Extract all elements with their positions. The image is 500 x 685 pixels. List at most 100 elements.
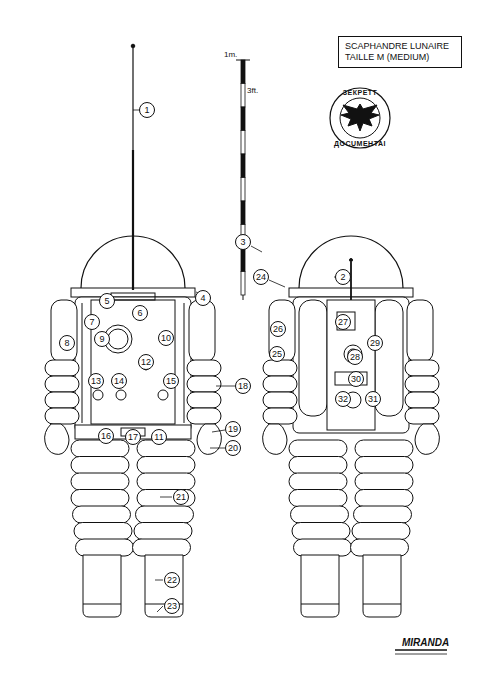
callout-bubble: 28 (347, 349, 363, 365)
callout-number: 12 (139, 355, 153, 369)
callout-number: 32 (336, 392, 350, 406)
callout-number: 23 (165, 599, 179, 613)
line-art (269, 280, 285, 287)
callout-number: 28 (348, 350, 362, 364)
line-art (212, 430, 225, 432)
callout-bubble: 17 (125, 429, 141, 445)
callout-number: 19 (226, 422, 240, 436)
line-art (216, 386, 235, 387)
callout-number: 14 (112, 374, 126, 388)
line-art (241, 272, 245, 296)
line-art (251, 246, 262, 252)
callout-number: 13 (89, 374, 103, 388)
title-box: SCAPHANDRE LUNAIRE TAILLE M (MEDIUM) (338, 36, 462, 68)
callout-bubble: 18 (235, 378, 251, 394)
callout-bubble: 12 (138, 354, 154, 370)
callout-number: 2 (336, 270, 350, 284)
callout-number: 30 (349, 372, 363, 386)
callout-bubble: 31 (365, 391, 381, 407)
callout-number: 9 (95, 332, 109, 346)
callout-bubble: 10 (158, 330, 174, 346)
callout-bubble: 5 (99, 293, 115, 309)
callout-number: 7 (85, 315, 99, 329)
callout-number: 6 (133, 306, 147, 320)
line-art (263, 236, 440, 617)
line-art (241, 248, 245, 272)
callout-number: 27 (336, 315, 350, 329)
callout-bubble: 4 (195, 290, 211, 306)
line-art (299, 300, 327, 416)
line-art (395, 649, 447, 651)
scale-label: 1m. (224, 50, 237, 59)
callout-bubble: 3 (235, 234, 251, 250)
line-art (241, 84, 245, 108)
callout-number: 24 (254, 270, 268, 284)
callout-bubble: 7 (84, 314, 100, 330)
line-art (350, 259, 353, 262)
callout-bubble: 8 (59, 335, 75, 351)
line-art (132, 48, 133, 150)
line-art (241, 60, 245, 84)
callout-number: 8 (60, 336, 74, 350)
callout-bubble: 13 (88, 373, 104, 389)
line-art (45, 236, 222, 617)
callout-number: 10 (159, 331, 173, 345)
callout-number: 17 (126, 430, 140, 444)
line-art (241, 107, 245, 131)
line-art (133, 110, 351, 612)
line-art (340, 98, 380, 138)
callout-bubble: 32 (335, 391, 351, 407)
callout-bubble: 15 (163, 373, 179, 389)
title-text: SCAPHANDRE LUNAIRE TAILLE M (MEDIUM) (345, 41, 455, 63)
scale-bar (236, 60, 250, 300)
line-art (241, 154, 245, 178)
emblem-text: ДОСUМЕНТАІ (330, 140, 390, 147)
callout-number: 3 (236, 235, 250, 249)
callout-bubble: 16 (98, 428, 114, 444)
callout-bubble: 25 (269, 346, 285, 362)
callout-number: 4 (196, 291, 210, 305)
callout-bubble: 24 (253, 269, 269, 285)
callout-bubble: 27 (335, 314, 351, 330)
callout-number: 25 (270, 347, 284, 361)
callout-number: 29 (368, 336, 382, 350)
callout-bubble: 11 (151, 429, 167, 445)
callout-number: 20 (226, 441, 240, 455)
line-art (108, 329, 128, 349)
signature: MIRANDA (402, 637, 449, 648)
line-art (330, 88, 390, 148)
callout-number: 1 (140, 103, 154, 117)
callout-number: 31 (366, 392, 380, 406)
callout-number: 15 (164, 374, 178, 388)
line-art (395, 654, 447, 655)
emblem-seal: ЗЕКРЕТТ ДОСUМЕНТАІ (330, 88, 390, 148)
line-art (236, 60, 250, 300)
emblem (330, 88, 390, 148)
callout-number: 11 (152, 430, 166, 444)
line-art (158, 390, 168, 400)
callout-bubble: 26 (270, 321, 286, 337)
line-art (91, 300, 175, 424)
line-art (116, 390, 126, 400)
line-art (155, 580, 163, 581)
line-art (241, 201, 245, 225)
callout-bubble: 20 (225, 440, 241, 456)
callout-number: 21 (174, 490, 188, 504)
callout-bubble: 21 (173, 489, 189, 505)
callout-number: 26 (271, 322, 285, 336)
line-art (160, 497, 172, 498)
callout-bubble: 14 (111, 373, 127, 389)
emblem-text: ЗЕКРЕТТ (330, 89, 390, 96)
line-art (210, 448, 225, 449)
callout-bubble: 23 (164, 598, 180, 614)
callout-number: 22 (165, 573, 179, 587)
line-art (131, 44, 135, 48)
scale-label: 3ft. (247, 86, 258, 95)
callout-bubble: 29 (367, 335, 383, 351)
line-art (111, 293, 155, 300)
line-art (241, 131, 245, 155)
callout-number: 18 (236, 379, 250, 393)
callout-bubble: 30 (348, 371, 364, 387)
